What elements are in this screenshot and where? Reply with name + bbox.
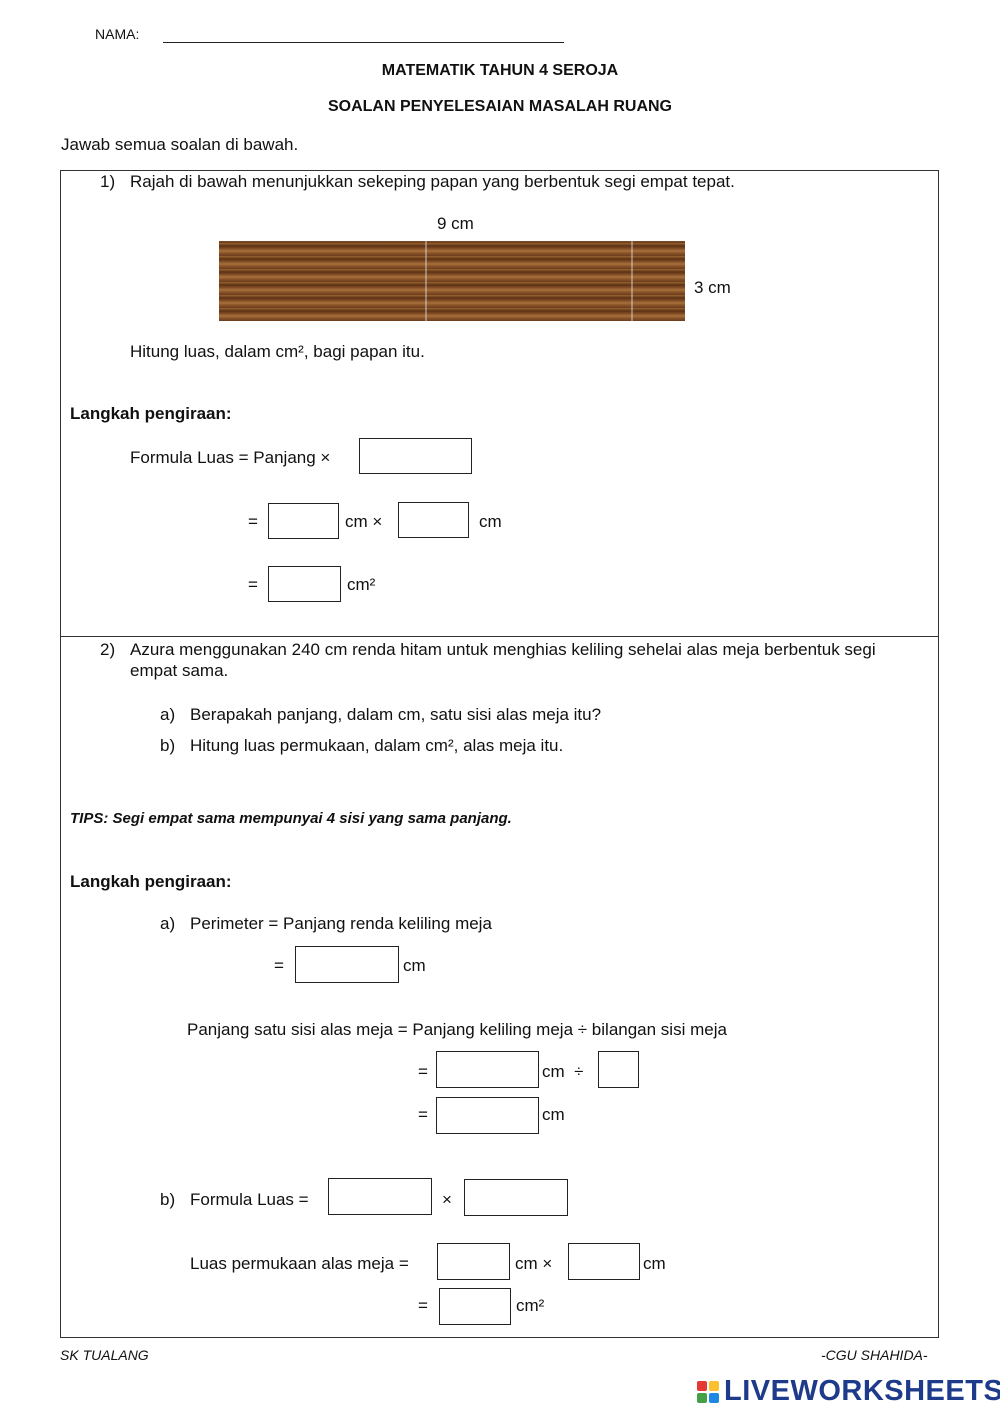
q2b-eq-area: = xyxy=(418,1296,428,1315)
q2-perimeter-answer-box[interactable] xyxy=(295,946,399,983)
q2b-side-box-1[interactable] xyxy=(437,1243,510,1280)
name-label: NAMA: xyxy=(95,26,140,42)
footer-school: SK TUALANG xyxy=(60,1347,149,1363)
footer-author: -CGU SHAHIDA- xyxy=(821,1347,928,1363)
q2b-times: × xyxy=(442,1190,452,1209)
q1-unit-cm2: cm² xyxy=(347,575,376,594)
q1-text: Rajah di bawah menunjukkan sekeping papa… xyxy=(130,172,735,191)
q2-unit-cm-perimeter: cm xyxy=(403,956,426,975)
q1-formula: Formula Luas = Panjang × xyxy=(130,448,331,467)
q2-steps-heading: Langkah pengiraan: xyxy=(70,872,232,891)
q2-side-formula: Panjang satu sisi alas meja = Panjang ke… xyxy=(187,1020,727,1039)
q2a-step-label: a) xyxy=(160,914,176,933)
q2-text-line2: empat sama. xyxy=(130,661,229,680)
q1-formula-answer-box[interactable] xyxy=(359,438,472,474)
q1-question: Hitung luas, dalam cm², bagi papan itu. xyxy=(130,342,425,361)
q1-unit-cm-times: cm × xyxy=(345,512,383,531)
liveworksheets-brand[interactable]: LIVEWORKSHEETS xyxy=(724,1375,1000,1407)
q2b-text: Hitung luas permukaan, dalam cm², alas m… xyxy=(190,736,564,755)
liveworksheets-logo-icon xyxy=(697,1381,721,1405)
q2b-area-answer-box[interactable] xyxy=(439,1288,511,1325)
q2b-unit-cm-times: cm × xyxy=(515,1254,553,1273)
question-2-frame xyxy=(60,636,939,1338)
q2b-unit-cm: cm xyxy=(643,1254,666,1273)
q1-number: 1) xyxy=(100,172,116,191)
q2a-step: Perimeter = Panjang renda keliling meja xyxy=(190,914,492,933)
q2-text-line1: Azura menggunakan 240 cm renda hitam unt… xyxy=(130,640,876,659)
q2-unit-cm-side: cm xyxy=(542,1105,565,1124)
q1-width-label: 3 cm xyxy=(694,278,731,297)
q2b-unit-cm2: cm² xyxy=(516,1296,545,1315)
q2-eq-perimeter: = xyxy=(274,956,284,975)
q2-number: 2) xyxy=(100,640,116,659)
q2-unit-cm-div: cm ÷ xyxy=(542,1062,584,1081)
q2-eq-side-1: = xyxy=(418,1062,428,1081)
q2b-formula: Formula Luas = xyxy=(190,1190,309,1209)
q1-eq-1: = xyxy=(248,512,258,531)
q2-side-answer-box[interactable] xyxy=(436,1097,539,1134)
q2a-label: a) xyxy=(160,705,176,724)
q1-steps-heading: Langkah pengiraan: xyxy=(70,404,232,423)
q2a-text: Berapakah panjang, dalam cm, satu sisi a… xyxy=(190,705,602,724)
q2-eq-side-2: = xyxy=(418,1105,428,1124)
q2b-step-label: b) xyxy=(160,1190,176,1209)
name-line[interactable] xyxy=(163,42,564,43)
q2b-area-label: Luas permukaan alas meja = xyxy=(190,1254,409,1273)
q2-sides-count-box[interactable] xyxy=(598,1051,639,1088)
q1-eq-2: = xyxy=(248,575,258,594)
q1-area-answer-box[interactable] xyxy=(268,566,341,602)
q1-width-answer-box[interactable] xyxy=(398,502,469,538)
q2b-formula-box-2[interactable] xyxy=(464,1179,568,1216)
q2-tips: TIPS: Segi empat sama mempunyai 4 sisi y… xyxy=(70,810,512,827)
q1-length-label: 9 cm xyxy=(437,214,474,233)
worksheet-subtitle: SOALAN PENYELESAIAN MASALAH RUANG xyxy=(327,98,672,115)
instruction-text: Jawab semua soalan di bawah. xyxy=(61,135,299,154)
q2-perimeter-value-box[interactable] xyxy=(436,1051,539,1088)
worksheet-title: MATEMATIK TAHUN 4 SEROJA xyxy=(381,62,619,79)
q1-length-answer-box[interactable] xyxy=(268,503,339,539)
q2b-formula-box-1[interactable] xyxy=(328,1178,432,1215)
q2b-label: b) xyxy=(160,736,176,755)
q1-unit-cm: cm xyxy=(479,512,502,531)
wooden-board-image xyxy=(219,241,685,321)
q2b-side-box-2[interactable] xyxy=(568,1243,640,1280)
